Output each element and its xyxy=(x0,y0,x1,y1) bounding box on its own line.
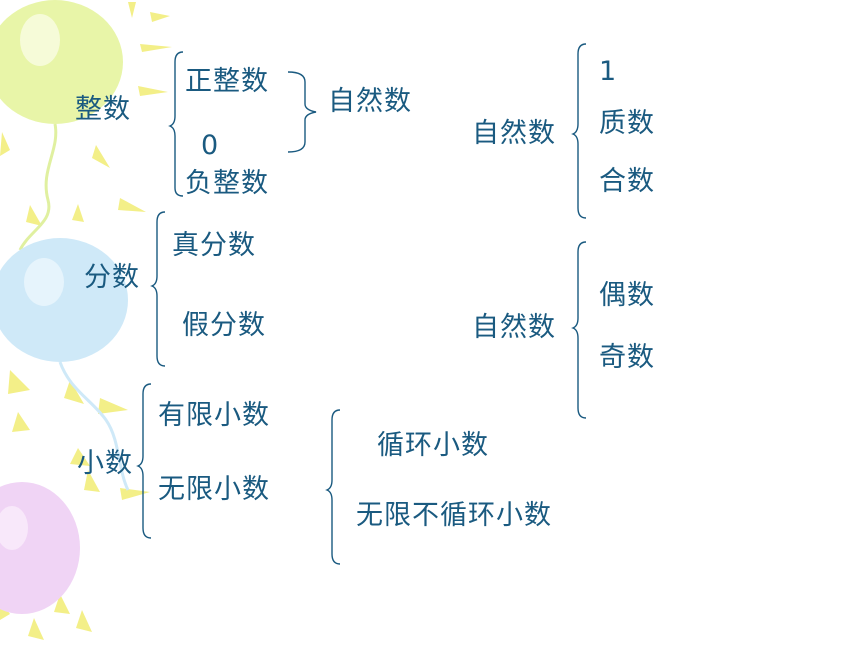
decimal-label: 小数 xyxy=(77,448,133,479)
proper-fraction-label: 真分数 xyxy=(172,230,256,261)
natural-factors-label: 自然数 xyxy=(472,118,556,149)
zero-label: 0 xyxy=(201,130,220,161)
prime-label: 质数 xyxy=(599,108,655,139)
brace-fraction xyxy=(150,211,166,367)
brace-natural-factors xyxy=(571,43,587,219)
brace-natural-group xyxy=(287,71,317,153)
composite-label: 合数 xyxy=(599,166,655,197)
brace-natural-parity xyxy=(571,241,587,419)
brace-infinite-decimal xyxy=(325,409,341,565)
sun-rays xyxy=(0,2,172,640)
purple-balloon xyxy=(0,482,80,614)
integer-label: 整数 xyxy=(75,94,131,125)
positive-integer-label: 正整数 xyxy=(185,66,269,97)
improper-fraction-label: 假分数 xyxy=(182,310,266,341)
green-balloon xyxy=(0,0,123,251)
non-repeating-decimal-label: 无限不循环小数 xyxy=(356,500,552,531)
brace-integer xyxy=(168,51,184,197)
brace-decimal xyxy=(136,383,152,539)
one-label: 1 xyxy=(599,56,618,87)
blue-balloon xyxy=(0,238,130,491)
even-label: 偶数 xyxy=(599,280,655,311)
natural-parity-label: 自然数 xyxy=(472,312,556,343)
finite-decimal-label: 有限小数 xyxy=(158,400,270,431)
negative-integer-label: 负整数 xyxy=(185,168,269,199)
natural-number-label: 自然数 xyxy=(328,86,412,117)
repeating-decimal-label: 循环小数 xyxy=(377,430,489,461)
odd-label: 奇数 xyxy=(599,342,655,373)
fraction-label: 分数 xyxy=(84,262,140,293)
infinite-decimal-label: 无限小数 xyxy=(158,474,270,505)
